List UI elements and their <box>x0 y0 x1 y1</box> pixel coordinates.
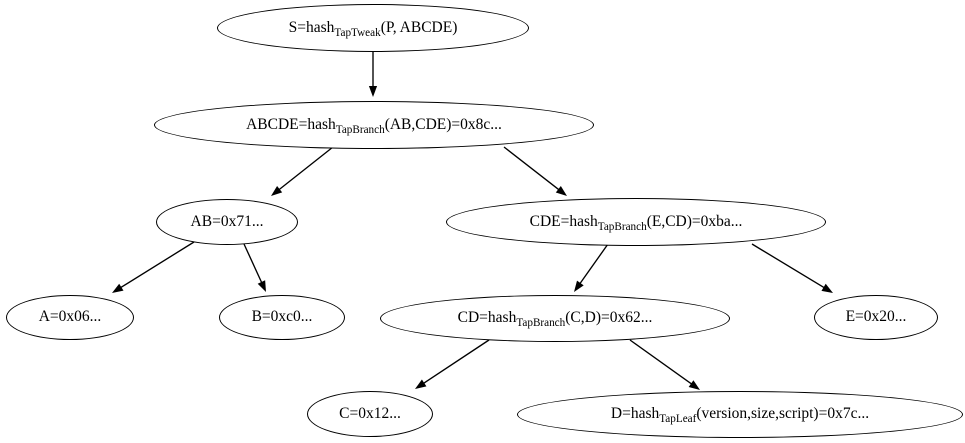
edge-line <box>578 243 609 285</box>
tree-node-d[interactable]: D=hashTapLeaf(version,size,script)=0x7c.… <box>517 390 963 438</box>
tree-node-label: E=0x20... <box>845 308 907 326</box>
edge-cde-to-e <box>751 243 833 293</box>
tree-node-abcde[interactable]: ABCDE=hashTapBranch(AB,CDE)=0x8c... <box>154 101 594 149</box>
edge-line <box>503 146 560 191</box>
edge-arrowhead <box>368 86 378 97</box>
edge-arrowhead <box>271 185 283 196</box>
edge-line <box>629 339 693 386</box>
tree-node-b[interactable]: B=0xc0... <box>219 294 345 340</box>
tree-node-label: C=0x12... <box>339 405 401 423</box>
tree-node-a[interactable]: A=0x06... <box>6 294 134 340</box>
tree-node-label: A=0x06... <box>38 308 102 326</box>
edge-abcde-to-ab <box>271 146 334 196</box>
edge-cde-to-cd <box>574 243 609 292</box>
tree-node-label: ABCDE=hashTapBranch(AB,CDE)=0x8c... <box>246 116 502 136</box>
edge-s-to-abcde <box>368 52 378 97</box>
edge-line <box>751 243 826 289</box>
tree-node-cd[interactable]: CD=hashTapBranch(C,D)=0x62... <box>380 294 730 342</box>
edge-arrowhead <box>821 283 833 293</box>
edge-arrowhead <box>112 283 124 293</box>
tree-node-e[interactable]: E=0x20... <box>814 294 938 340</box>
edge-cd-to-c <box>415 339 490 389</box>
tree-node-label: CD=hashTapBranch(C,D)=0x62... <box>457 309 653 329</box>
edge-cd-to-d <box>629 339 700 390</box>
tree-node-s[interactable]: S=hashTapTweak(P, ABCDE) <box>217 4 529 52</box>
edge-line <box>243 243 263 284</box>
tree-node-label: AB=0x71... <box>190 213 264 231</box>
tree-node-ab[interactable]: AB=0x71... <box>156 199 298 245</box>
tree-node-c[interactable]: C=0x12... <box>307 391 433 437</box>
tree-node-label: CDE=hashTapBranch(E,CD)=0xba... <box>529 213 743 233</box>
tree-node-label: S=hashTapTweak(P, ABCDE) <box>288 19 458 39</box>
edge-arrowhead <box>688 380 700 390</box>
edge-ab-to-b <box>243 243 266 292</box>
edge-arrowhead <box>574 280 584 292</box>
tree-node-label: D=hashTapLeaf(version,size,script)=0x7c.… <box>610 405 870 425</box>
edge-line <box>119 241 195 289</box>
edge-arrowhead <box>555 186 567 196</box>
edge-abcde-to-cde <box>503 146 567 196</box>
tree-node-label: B=0xc0... <box>251 308 313 326</box>
edge-arrowhead <box>257 280 266 292</box>
edge-line <box>422 339 490 385</box>
edge-line <box>278 146 334 191</box>
edge-arrowhead <box>415 379 427 389</box>
edge-ab-to-a <box>112 241 195 293</box>
tree-node-cde[interactable]: CDE=hashTapBranch(E,CD)=0xba... <box>446 198 826 246</box>
